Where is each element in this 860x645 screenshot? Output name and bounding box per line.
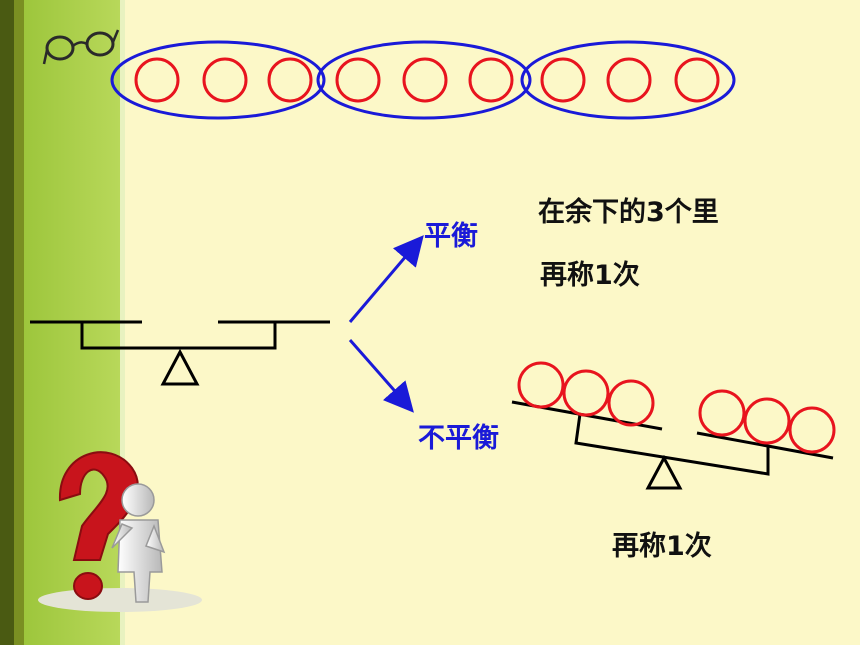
thinking-figure-icon — [111, 483, 166, 603]
ball — [606, 57, 652, 103]
ball — [202, 57, 248, 103]
branch-label-unbalanced: 不平衡 — [418, 423, 499, 454]
arrow-balanced — [348, 235, 424, 323]
ball — [674, 57, 720, 103]
ball — [267, 57, 313, 103]
group-ellipse — [520, 40, 736, 120]
ball — [607, 379, 655, 427]
note-balanced-line2: 再称1次 — [540, 260, 640, 291]
ball — [540, 57, 586, 103]
branch-label-balanced: 平衡 — [424, 221, 478, 252]
tilted-balls — [517, 361, 836, 454]
ball — [743, 397, 791, 445]
question-mark-icon — [38, 451, 202, 612]
tilted-balance-scale — [511, 361, 836, 490]
ball — [517, 361, 565, 409]
group-ellipse — [110, 40, 326, 120]
left-balance-scale — [30, 320, 330, 386]
ball-groups — [110, 40, 736, 120]
ball — [468, 57, 514, 103]
ball — [698, 389, 746, 437]
arrow-unbalanced — [348, 339, 414, 413]
glasses-icon — [42, 29, 120, 65]
group-ellipse — [316, 40, 532, 120]
ball — [335, 57, 381, 103]
note-unbalanced: 再称1次 — [612, 531, 712, 562]
note-balanced-line1: 在余下的3个里 — [538, 197, 719, 228]
ball — [788, 406, 836, 454]
ball — [134, 57, 180, 103]
ball — [402, 57, 448, 103]
ball — [562, 369, 610, 417]
